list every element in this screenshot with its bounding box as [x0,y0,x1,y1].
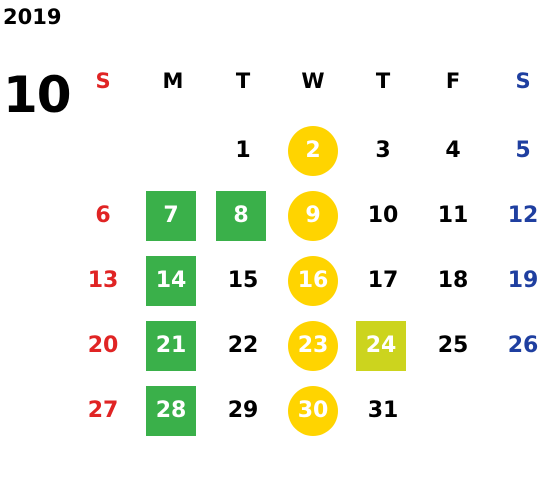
day-cell[interactable]: 17 [367,268,399,293]
day-cell-green-highlight[interactable]: 14 [146,256,196,306]
day-cell-green-highlight[interactable]: 28 [146,386,196,436]
weekday-tuesday: T [235,69,251,93]
day-cell[interactable]: 25 [437,333,469,358]
day-cell-circle-highlight[interactable]: 30 [288,386,338,436]
day-cell-sunday[interactable]: 20 [87,333,119,358]
day-cell-saturday[interactable]: 5 [515,138,531,163]
weekday-friday: F [445,69,461,93]
day-cell-saturday[interactable]: 12 [507,203,539,228]
day-cell[interactable]: 18 [437,268,469,293]
day-cell-sunday[interactable]: 27 [87,398,119,423]
month-number: 10 [3,66,72,124]
day-cell-circle-highlight[interactable]: 23 [288,321,338,371]
day-cell-circle-highlight[interactable]: 16 [288,256,338,306]
day-cell-green-highlight[interactable]: 21 [146,321,196,371]
weekday-sunday: S [95,69,111,93]
day-cell[interactable]: 3 [375,138,391,163]
day-cell-circle-highlight[interactable]: 2 [288,126,338,176]
day-cell[interactable]: 10 [367,203,399,228]
day-cell-sunday[interactable]: 6 [95,203,111,228]
day-cell[interactable]: 4 [445,138,461,163]
day-cell-saturday[interactable]: 26 [507,333,539,358]
day-cell-circle-highlight[interactable]: 9 [288,191,338,241]
weekday-wednesday: W [301,69,325,93]
day-cell[interactable]: 15 [227,268,259,293]
day-cell[interactable]: 11 [437,203,469,228]
day-cell[interactable]: 31 [367,398,399,423]
weekday-monday: M [162,69,184,93]
day-cell[interactable]: 1 [235,138,251,163]
weekday-saturday: S [515,69,531,93]
day-cell-sunday[interactable]: 13 [87,268,119,293]
year-label: 2019 [3,5,62,29]
day-cell-lime-highlight[interactable]: 24 [356,321,406,371]
day-cell[interactable]: 29 [227,398,259,423]
weekday-thursday: T [375,69,391,93]
day-cell-green-highlight[interactable]: 8 [216,191,266,241]
day-cell-green-highlight[interactable]: 7 [146,191,196,241]
day-cell-saturday[interactable]: 19 [507,268,539,293]
day-cell[interactable]: 22 [227,333,259,358]
